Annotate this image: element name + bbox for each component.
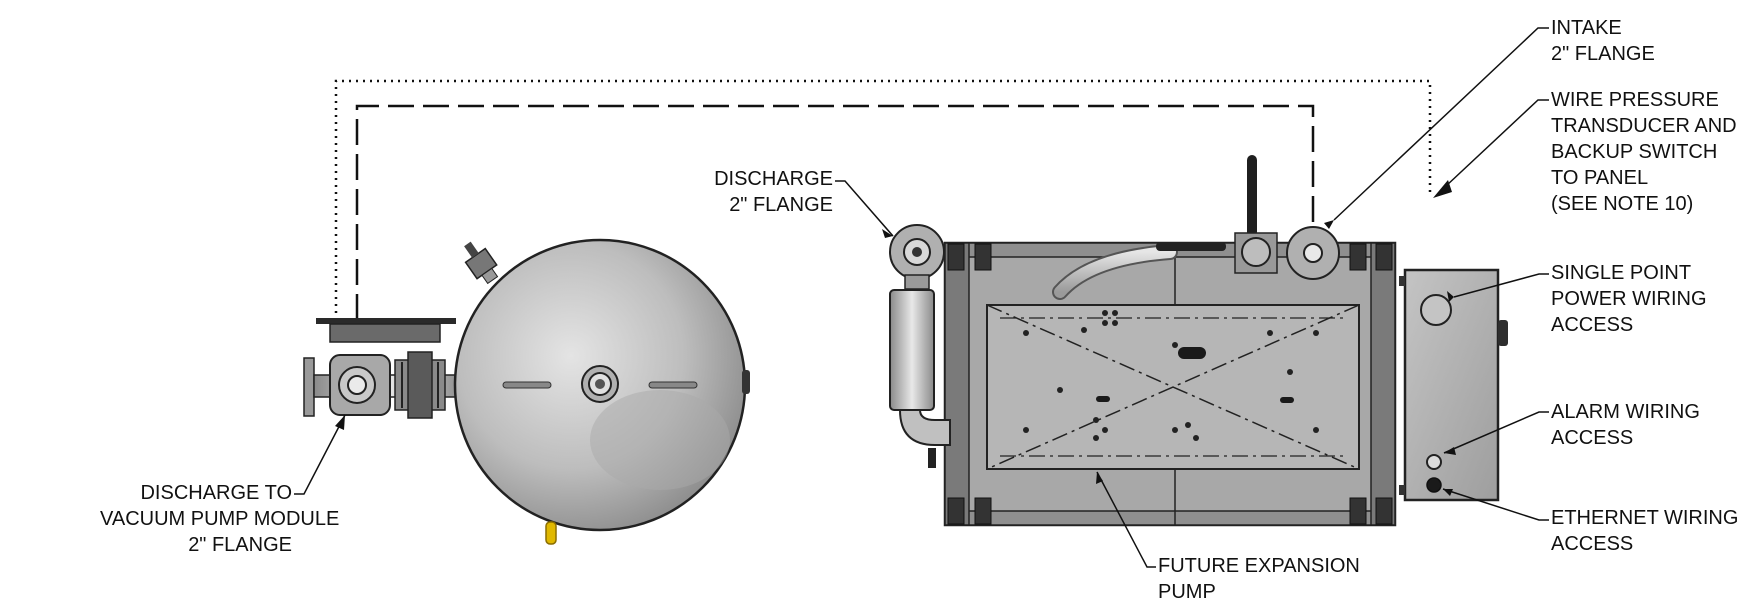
arrowheads [335, 180, 1456, 496]
label-wire-pressure: WIRE PRESSURE TRANSDUCER AND BACKUP SWIT… [1551, 89, 1737, 215]
dotted-wire-route [334, 79, 1432, 320]
label-future-expansion: FUTURE EXPANSION PUMP [1158, 555, 1360, 603]
label-intake: INTAKE 2" FLANGE [1551, 17, 1655, 65]
control-panel [1399, 268, 1508, 502]
dashed-pipe-route [355, 104, 1315, 320]
label-discharge-flange: DISCHARGE 2" FLANGE [714, 168, 833, 216]
alarm-wiring-access [1426, 454, 1442, 470]
power-wiring-access [1420, 294, 1452, 326]
label-ethernet-wiring: ETHERNET WIRING ACCESS [1551, 507, 1739, 555]
leader-lines [294, 27, 1549, 568]
label-discharge-to-vacuum: DISCHARGE TO VACUUM PUMP MODULE 2" FLANG… [100, 482, 340, 556]
vacuum-tank-module [303, 238, 750, 545]
ethernet-wiring-access [1426, 477, 1442, 493]
label-single-point-power: SINGLE POINT POWER WIRING ACCESS [1551, 262, 1707, 336]
pump-skid [889, 155, 1397, 527]
label-alarm-wiring: ALARM WIRING ACCESS [1551, 401, 1700, 449]
